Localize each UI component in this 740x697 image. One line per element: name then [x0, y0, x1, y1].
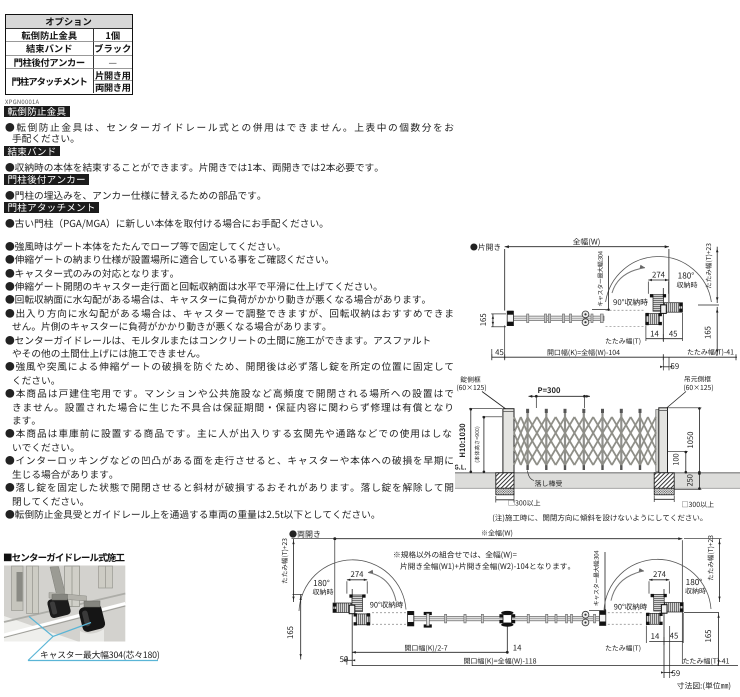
- svg-text:180°: 180°: [313, 577, 330, 589]
- svg-text:開口幅(K)=全幅(W)-118: 開口幅(K)=全幅(W)-118: [463, 656, 536, 666]
- svg-text:キャスター最大幅304(芯々180): キャスター最大幅304(芯々180): [40, 648, 160, 661]
- svg-text:収納時: 収納時: [677, 280, 698, 290]
- svg-text:●片開き: ●片開き: [470, 242, 501, 253]
- svg-text:※全幅(W): ※全幅(W): [481, 529, 513, 539]
- svg-text:165: 165: [285, 626, 296, 639]
- svg-text:250: 250: [684, 474, 695, 486]
- svg-text:収納時: 収納時: [313, 587, 334, 597]
- svg-text:□300以上: □300以上: [508, 499, 541, 509]
- svg-text:45: 45: [669, 328, 678, 339]
- svg-text:59: 59: [671, 361, 680, 372]
- svg-text:□300以上: □300以上: [682, 500, 715, 510]
- svg-text:(注)施工時に、開閉方向に傾斜を設けないようにしてください。: (注)施工時に、開閉方向に傾斜を設けないようにしてください。: [492, 512, 707, 523]
- svg-text:たたみ幅(T)-41: たたみ幅(T)-41: [682, 656, 729, 666]
- svg-text:14: 14: [651, 631, 660, 642]
- svg-text:(60×125): (60×125): [456, 382, 486, 392]
- svg-text:片開き全幅(W1)+片開き全幅(W2)-104となります。: 片開き全幅(W1)+片開き全幅(W2)-104となります。: [400, 561, 575, 572]
- svg-text:14: 14: [650, 329, 659, 340]
- svg-text:165: 165: [703, 326, 714, 339]
- svg-text:たたみ幅(T): たたみ幅(T): [605, 335, 641, 345]
- svg-text:1050: 1050: [685, 432, 696, 449]
- svg-text:274: 274: [653, 569, 667, 580]
- svg-text:キャスター最大幅:304: キャスター最大幅:304: [591, 550, 600, 606]
- svg-text:開口幅(K)/2-7: 開口幅(K)/2-7: [404, 643, 447, 653]
- svg-text:H10:1030: H10:1030: [457, 423, 468, 458]
- svg-text:たたみ幅(T)+23: たたみ幅(T)+23: [280, 538, 289, 584]
- svg-text:45: 45: [670, 631, 679, 642]
- svg-text:274: 274: [652, 269, 666, 280]
- svg-text:たたみ幅(T): たたみ幅(T): [605, 643, 641, 653]
- svg-text:180°: 180°: [678, 269, 695, 281]
- svg-text:274: 274: [351, 569, 365, 580]
- svg-text:165: 165: [478, 313, 489, 326]
- svg-text:キャスター最大幅:304: キャスター最大幅:304: [596, 250, 605, 306]
- svg-text:90°収納時: 90°収納時: [370, 600, 404, 611]
- svg-text:14: 14: [513, 642, 522, 653]
- svg-text:P=300: P=300: [538, 385, 562, 396]
- svg-text:(60×125): (60×125): [683, 382, 713, 392]
- svg-text:全幅(W): 全幅(W): [573, 236, 601, 247]
- svg-text:収納時: 収納時: [685, 586, 706, 596]
- svg-text:90°収納時: 90°収納時: [614, 602, 648, 613]
- svg-text:吊元側框: 吊元側框: [684, 374, 711, 384]
- svg-text:59: 59: [672, 668, 681, 679]
- svg-text:100: 100: [671, 453, 682, 465]
- svg-text:180°: 180°: [686, 576, 703, 588]
- svg-text:165: 165: [703, 630, 714, 643]
- svg-text:※規格以外の組合せでは、全幅(W)=: ※規格以外の組合せでは、全幅(W)=: [393, 550, 517, 561]
- svg-text:●両開き: ●両開き: [289, 529, 321, 540]
- svg-text:落し棒受: 落し棒受: [535, 479, 563, 489]
- svg-text:寸法図:(単位㎜): 寸法図:(単位㎜): [677, 681, 731, 692]
- svg-text:59: 59: [340, 654, 349, 665]
- svg-text:開口幅(K)=全幅(W)-104: 開口幅(K)=全幅(W)-104: [547, 348, 620, 358]
- svg-text:90°収納時: 90°収納時: [613, 297, 648, 308]
- svg-text:たたみ幅(T)-41: たたみ幅(T)-41: [687, 348, 734, 358]
- svg-text:(本体高さ=900): (本体高さ=900): [473, 426, 481, 463]
- svg-text:たたみ幅(T)+23: たたみ幅(T)+23: [703, 243, 713, 289]
- svg-text:45: 45: [495, 347, 504, 358]
- svg-text:錠側框: 錠側框: [460, 374, 481, 384]
- svg-text:たたみ幅(T)+23: たたみ幅(T)+23: [705, 535, 715, 581]
- svg-text:G.L.: G.L.: [455, 463, 467, 472]
